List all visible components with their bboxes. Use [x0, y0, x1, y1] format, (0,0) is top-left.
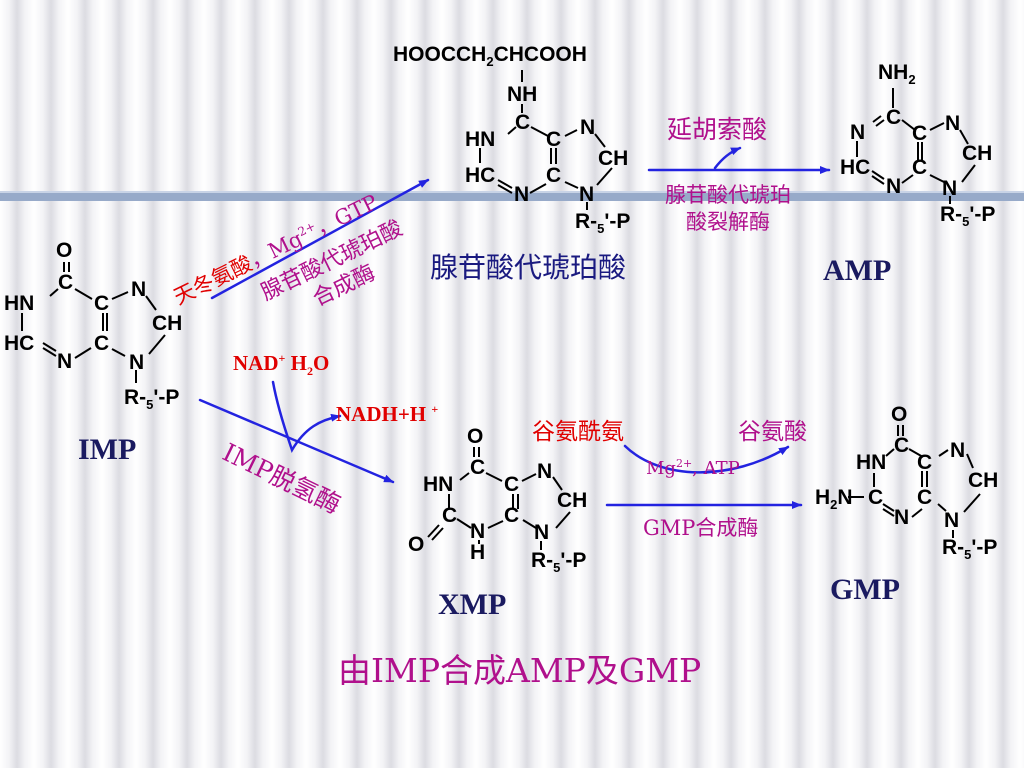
amp-n3: N [886, 175, 902, 198]
gmp-nh2: H2N [815, 486, 853, 513]
imp-n3: N [57, 350, 73, 373]
adenylosuccinate-label: 腺苷酸代琥珀酸 [430, 251, 627, 284]
imp-ribose: R-5'-P [124, 386, 180, 413]
adenylosuccinate-nh: NH [507, 83, 538, 106]
gmp-synthetase-label: GMP合成酶 [643, 516, 759, 540]
xmp-ribose: R-5'-P [531, 549, 587, 576]
nad-water-label: NAD+ H2O [233, 351, 330, 379]
imp-hc2: HC [4, 332, 35, 355]
xmp-h3: H [470, 541, 486, 564]
adenylosuccinate-n7: N [580, 116, 596, 139]
gmp-label: GMP [830, 573, 900, 606]
xmp-c5: C [504, 473, 520, 496]
amp-nh2: NH2 [878, 61, 916, 88]
amp-ch8: CH [962, 142, 993, 165]
adenylosuccinate-c5: C [546, 128, 562, 151]
gmp-c5: C [917, 451, 933, 474]
xmp-ch8: CH [557, 489, 588, 512]
amp-n1: N [850, 121, 866, 144]
header-band [0, 191, 1024, 201]
imp-c6: C [58, 271, 74, 294]
gmp-c6: C [894, 434, 910, 457]
imp-ch8: CH [152, 312, 183, 335]
imp-n9: N [129, 351, 145, 374]
xmp-n9: N [534, 521, 550, 544]
xmp-n7: N [537, 460, 553, 483]
xmp-o2: O [408, 533, 425, 556]
amp-n7: N [945, 112, 961, 135]
amp-ribose: R-5'-P [940, 203, 996, 230]
xmp-c6: C [470, 456, 486, 479]
imp-o: O [56, 239, 73, 262]
gmp-hn: HN [856, 451, 887, 474]
adenylosuccinate-ribose: R-5'-P [575, 210, 631, 237]
adenylosuccinate-n9: N [579, 183, 595, 206]
amp-c5: C [912, 122, 928, 145]
amp-label: AMP [823, 254, 892, 287]
adenylosuccinate-ch8: CH [598, 147, 629, 170]
xmp-c4: C [504, 504, 520, 527]
imp-n7: N [131, 278, 147, 301]
gmp-c4: C [917, 486, 933, 509]
slide-title: 由IMP合成AMP及GMP [338, 651, 702, 690]
mg-atp-label: Mg2+, ATP [646, 457, 740, 479]
xmp-label: XMP [438, 588, 507, 621]
amp-hc2: HC [840, 156, 871, 179]
imp-hn: HN [4, 292, 35, 315]
amp-c4: C [912, 156, 928, 179]
adenylosuccinate-lyase-label: 腺苷酸代琥珀 酸裂解酶 [665, 183, 791, 235]
adenylosuccinate-hc2: HC [465, 164, 496, 187]
imp-c4: C [94, 332, 110, 355]
nadh-label: NADH+H + [336, 402, 439, 426]
xmp-o6: O [467, 425, 484, 448]
gmp-n7: N [950, 439, 966, 462]
amp-n9: N [942, 177, 958, 200]
gmp-ch8: CH [968, 469, 999, 492]
xmp-c2: C [442, 504, 458, 527]
imp-c5: C [94, 292, 110, 315]
glutamate-label: 谷氨酸 [738, 419, 807, 445]
gmp-c2: C [868, 486, 884, 509]
imp-label: IMP [78, 433, 137, 466]
xmp-n3: N [470, 520, 486, 543]
adenylosuccinate-n3: N [514, 183, 530, 206]
adenylosuccinate-c6: C [515, 111, 531, 134]
xmp-hn: HN [423, 473, 454, 496]
gmp-ribose: R-5'-P [942, 536, 998, 563]
adenylosuccinate-c4: C [546, 164, 562, 187]
gmp-n3: N [894, 506, 910, 529]
glutamine-label: 谷氨酰氨 [532, 419, 624, 445]
fumarate-label: 延胡索酸 [667, 115, 768, 144]
gmp-n9: N [944, 509, 960, 532]
succinyl-group: HOOCCH2CHCOOH [393, 43, 587, 70]
amp-c6: C [886, 106, 902, 129]
adenylosuccinate-hn: HN [465, 128, 496, 151]
gmp-o6: O [891, 403, 908, 426]
